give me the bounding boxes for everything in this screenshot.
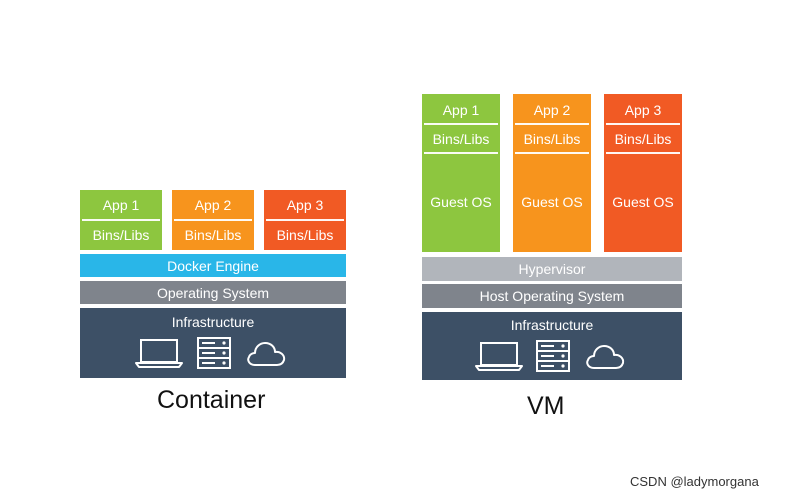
vm-app3-guest-os: Guest OS (612, 194, 674, 210)
container-app3-separator (266, 219, 344, 221)
vm-app1-bins: Bins/Libs (432, 131, 490, 147)
vm-app2-separator-2 (515, 152, 589, 154)
vm-infrastructure-layer: Infrastructure (422, 312, 682, 380)
vm-app3-separator-1 (606, 123, 680, 125)
watermark-text: CSDN @ladymorgana (630, 474, 759, 489)
container-caption: Container (157, 386, 266, 414)
host-os-layer: Host Operating System (422, 284, 682, 308)
container-app2-bins: Bins/Libs (184, 227, 242, 243)
laptop-icon (475, 342, 523, 371)
vm-diagram: App 1 Bins/Libs Guest OS App 2 Bins/Libs… (422, 94, 682, 380)
container-app1-separator (82, 219, 160, 221)
vm-app2-bins: Bins/Libs (523, 131, 581, 147)
container-infrastructure-layer: Infrastructure (80, 308, 346, 378)
server-icon (536, 340, 570, 372)
container-diagram: App 1 Bins/Libs App 2 Bins/Libs App 3 Bi… (80, 190, 346, 378)
vm-app2-label: App 2 (533, 101, 571, 118)
vm-app1-separator-2 (424, 152, 498, 154)
laptop-icon (135, 339, 183, 368)
vm-app2-column: App 2 Bins/Libs Guest OS (513, 94, 591, 252)
operating-system-layer: Operating System (80, 281, 346, 304)
vm-app1-column: App 1 Bins/Libs Guest OS (422, 94, 500, 252)
container-app1-bins: Bins/Libs (92, 227, 150, 243)
vm-app1-separator-1 (424, 123, 498, 125)
vm-infrastructure-label: Infrastructure (510, 317, 594, 333)
container-app3-label: App 3 (286, 197, 324, 213)
container-app1-column: App 1 Bins/Libs (80, 190, 162, 250)
docker-engine-layer: Docker Engine (80, 254, 346, 277)
container-app3-column: App 3 Bins/Libs (264, 190, 346, 250)
vm-app3-bins: Bins/Libs (614, 131, 672, 147)
vm-app3-column: App 3 Bins/Libs Guest OS (604, 94, 682, 252)
vm-app2-guest-os: Guest OS (521, 194, 583, 210)
vm-caption: VM (527, 392, 565, 420)
vm-app2-separator-1 (515, 123, 589, 125)
vm-app3-separator-2 (606, 152, 680, 154)
cloud-icon (247, 342, 286, 366)
cloud-icon (586, 345, 625, 369)
server-icon (197, 337, 231, 369)
container-app2-separator (174, 219, 252, 221)
hypervisor-layer: Hypervisor (422, 257, 682, 281)
vm-app3-label: App 3 (624, 101, 662, 118)
vm-app1-guest-os: Guest OS (430, 194, 492, 210)
container-app2-label: App 2 (194, 197, 232, 213)
container-app2-column: App 2 Bins/Libs (172, 190, 254, 250)
container-app1-label: App 1 (102, 197, 140, 213)
container-infrastructure-label: Infrastructure (171, 314, 255, 330)
vm-app1-label: App 1 (442, 101, 480, 118)
container-app3-bins: Bins/Libs (276, 227, 334, 243)
